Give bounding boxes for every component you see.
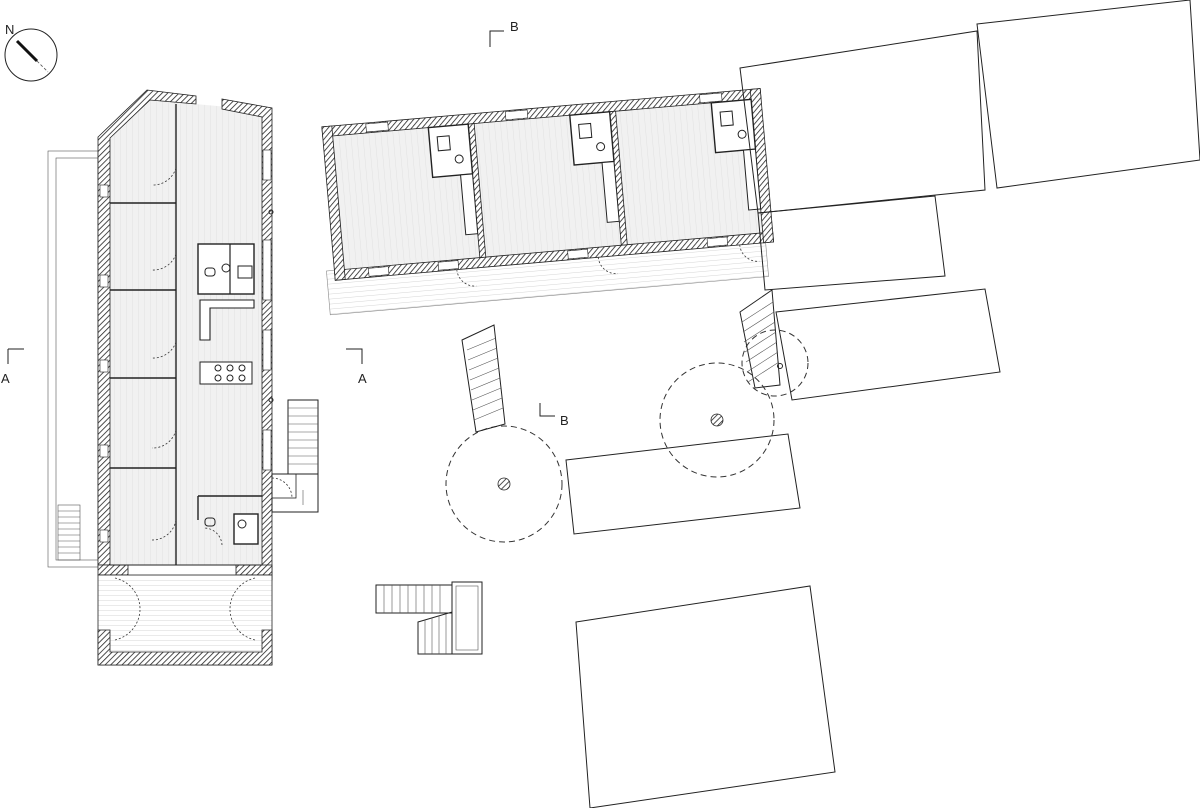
left-building [47, 89, 319, 666]
section-a-label-right: A [358, 371, 367, 386]
north-label: N [5, 22, 14, 37]
section-marker-b-mid: B [539, 403, 569, 428]
trees [445, 329, 809, 543]
stair-left-angled [461, 324, 506, 433]
lower-bathroom [197, 495, 262, 546]
section-b-label-mid: B [560, 413, 569, 428]
section-a-label-left: A [1, 371, 10, 386]
top-building [321, 88, 775, 316]
stair-lower [375, 581, 483, 655]
west-stair [57, 504, 81, 561]
section-marker-a-left: A [1, 348, 24, 386]
east-stair [271, 399, 319, 513]
neighbour-buildings [565, 0, 1200, 808]
upper-bathroom [197, 243, 255, 295]
porch [97, 574, 273, 666]
stair-right-angled [739, 289, 783, 389]
section-marker-b-top: B [489, 19, 519, 47]
section-b-label-top: B [510, 19, 519, 34]
section-marker-a-right: A [346, 348, 367, 386]
north-arrow: N [4, 22, 58, 82]
